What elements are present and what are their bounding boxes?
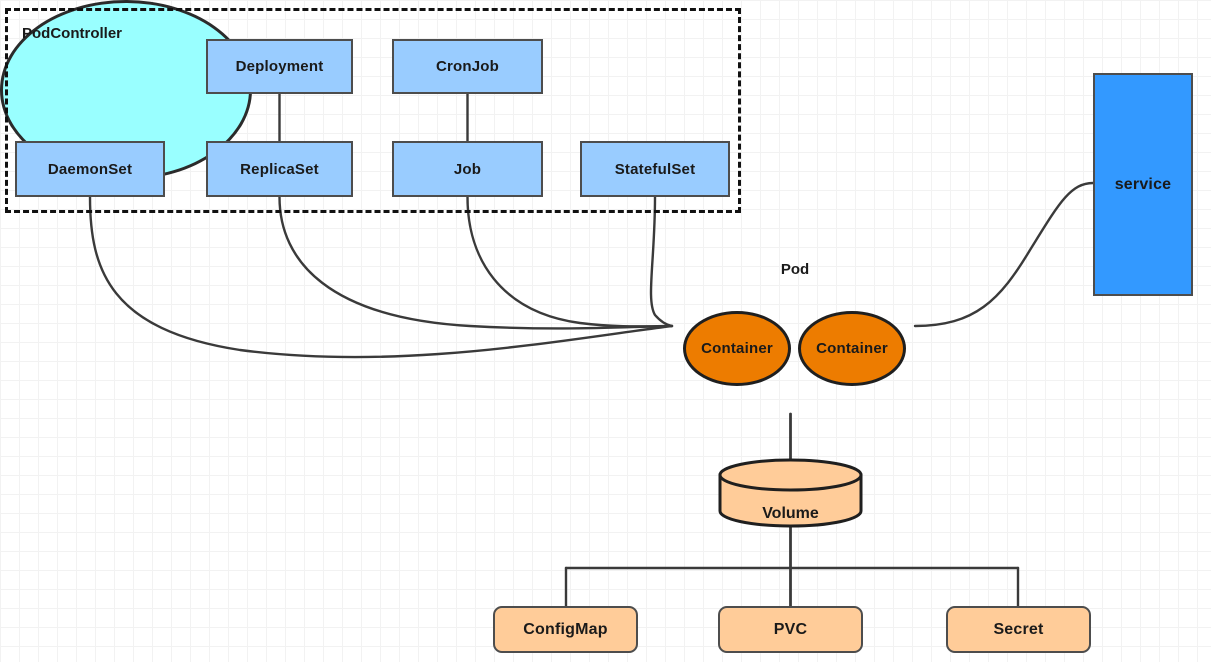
node-pvc[interactable]: PVC <box>718 606 863 653</box>
edge-daemonset-pod <box>88 195 674 359</box>
node-statefulset-label: StatefulSet <box>614 160 696 178</box>
node-daemonset[interactable]: DaemonSet <box>15 141 165 197</box>
node-volume-label: Volume <box>762 505 819 522</box>
edge-statefulset-pod <box>649 195 674 328</box>
edge-pod-service <box>913 181 1095 328</box>
node-container-2-label: Container <box>816 340 888 357</box>
node-container-1[interactable]: Container <box>683 311 791 386</box>
pod-controller-group <box>5 8 741 213</box>
node-cronjob-label: CronJob <box>435 58 500 75</box>
node-service-label: service <box>1114 175 1172 193</box>
node-job[interactable]: Job <box>392 141 543 197</box>
node-deployment[interactable]: Deployment <box>206 39 353 94</box>
node-daemonset-label: DaemonSet <box>47 160 133 178</box>
node-cronjob[interactable]: CronJob <box>392 39 543 94</box>
node-pvc-label: PVC <box>773 620 808 638</box>
node-job-label: Job <box>453 160 482 178</box>
node-configmap-label: ConfigMap <box>523 620 608 638</box>
node-container-2[interactable]: Container <box>798 311 906 386</box>
node-replicaset[interactable]: ReplicaSet <box>206 141 353 197</box>
node-service[interactable]: service <box>1093 73 1193 296</box>
node-volume[interactable] <box>718 458 863 528</box>
node-container-1-label: Container <box>701 340 773 357</box>
node-secret[interactable]: Secret <box>946 606 1091 653</box>
edge-job-pod <box>466 195 674 328</box>
node-statefulset[interactable]: StatefulSet <box>580 141 730 197</box>
pod-controller-group-label: PodController <box>22 25 122 42</box>
node-deployment-label: Deployment <box>235 58 324 75</box>
node-configmap[interactable]: ConfigMap <box>493 606 638 653</box>
node-replicaset-label: ReplicaSet <box>240 160 319 178</box>
edge-replicaset-pod <box>278 195 674 330</box>
node-pod-label: Pod <box>780 261 810 278</box>
node-secret-label: Secret <box>993 620 1044 638</box>
cylinder-shape <box>718 458 863 528</box>
